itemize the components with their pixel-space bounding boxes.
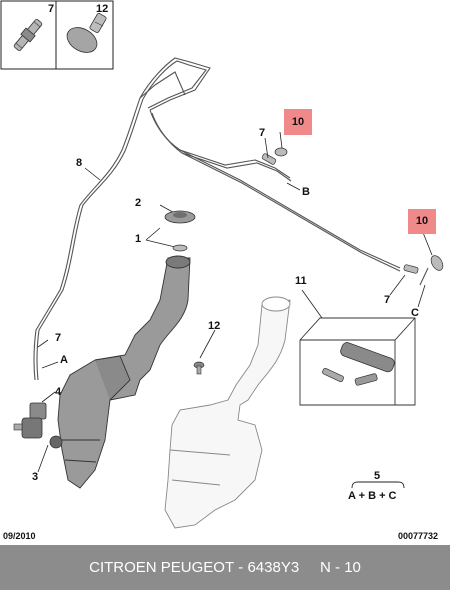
set-bracket xyxy=(351,481,405,489)
filler-cap-icon xyxy=(164,210,196,224)
pump-icon xyxy=(13,402,47,439)
callout-7-left: 7 xyxy=(55,332,62,344)
callout-8: 8 xyxy=(76,157,83,169)
bung-icon xyxy=(193,361,205,375)
callout-4: 4 xyxy=(55,386,62,398)
kit-connector-b-icon xyxy=(354,373,378,386)
callout-10-top-right: 10 xyxy=(284,109,312,135)
callout-2: 2 xyxy=(135,197,142,209)
callout-1: 1 xyxy=(135,233,142,245)
check-valve-inset-icon xyxy=(13,19,43,51)
callout-b: B xyxy=(302,186,310,198)
footer-brand: CITROEN PEUGEOT xyxy=(89,559,235,576)
washer-reservoir-icon xyxy=(57,255,191,489)
callout-7-top-right: 7 xyxy=(259,127,266,139)
hose-routing xyxy=(33,57,401,381)
check-valve-right-icon xyxy=(403,264,419,274)
callout-3: 3 xyxy=(32,471,39,483)
footer-part-number: 6438Y3 xyxy=(247,559,300,576)
seal-icon xyxy=(172,244,188,252)
callout-c: C xyxy=(411,307,419,319)
footer-separator: - xyxy=(234,559,248,576)
inset-box xyxy=(0,0,114,70)
callout-7-right: 7 xyxy=(384,294,391,306)
date-code: 09/2010 xyxy=(3,531,36,541)
callout-11: 11 xyxy=(295,275,307,287)
bung-inset-icon xyxy=(66,13,107,53)
parts-diagram xyxy=(0,0,444,529)
footer-spacer xyxy=(299,559,320,576)
callout-7-inset: 7 xyxy=(48,3,55,15)
reservoir-outline-icon xyxy=(164,296,291,529)
check-valve-top-right-icon xyxy=(261,153,277,165)
callout-12: 12 xyxy=(208,320,221,332)
footer-bar: CITROEN PEUGEOT - 6438Y3 N - 10 xyxy=(0,545,450,590)
callout-a: A xyxy=(60,354,68,366)
kit-hose-icon xyxy=(340,342,395,373)
callout-5-formula: A + B + C xyxy=(348,490,397,502)
kit-connector-a-icon xyxy=(322,367,344,383)
grommet-icon xyxy=(49,435,63,449)
footer-position: N - 10 xyxy=(320,559,361,576)
reference-code: 00077732 xyxy=(398,531,439,541)
callout-10-right: 10 xyxy=(408,209,436,234)
plug-right-icon xyxy=(419,255,444,286)
kit-box xyxy=(299,317,416,406)
callout-12-inset: 12 xyxy=(96,3,109,15)
plug-top-right-icon xyxy=(274,147,288,157)
callout-5: 5 xyxy=(374,470,381,482)
